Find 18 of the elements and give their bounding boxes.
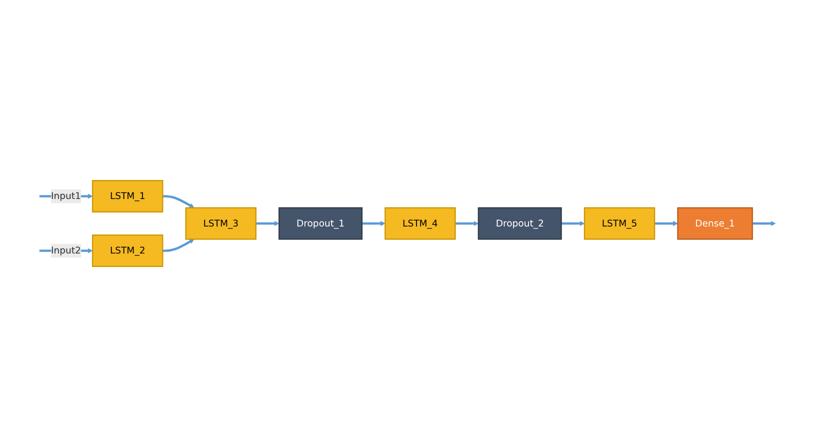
edge-label: Input2 [51,244,81,256]
arrow [752,220,776,226]
node-box: Dropout_1 [278,207,363,240]
node-box: Dense_1 [677,207,753,240]
node-box: Dropout_2 [478,207,562,240]
arrow [455,220,479,226]
arrow [256,220,280,226]
node-box: LSTM_2 [92,234,164,267]
edge-label: Input1 [51,190,81,202]
arrow [561,220,585,226]
node-box: LSTM_3 [185,207,256,240]
arrow [362,220,386,226]
arrow [654,220,678,226]
node-box: LSTM_5 [584,207,656,240]
node-box: LSTM_4 [384,207,456,240]
arrow [162,238,194,252]
node-box: LSTM_1 [92,180,164,212]
arrow [162,195,194,208]
